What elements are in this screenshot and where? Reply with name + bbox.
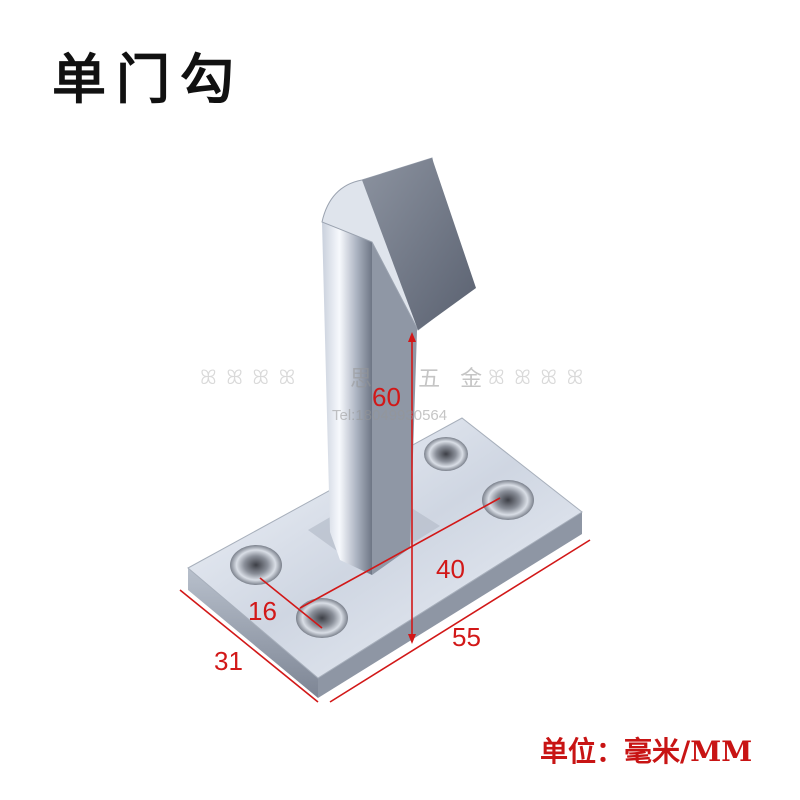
hook-head-top bbox=[362, 158, 476, 330]
mount-hole-2 bbox=[296, 598, 348, 638]
dimension-lines bbox=[179, 336, 591, 703]
product-title: 单门勾 bbox=[52, 47, 244, 111]
base-plate-right-edge bbox=[318, 512, 582, 698]
watermark-ornament-left: ꕤ ꕤ ꕤ ꕤ bbox=[200, 367, 298, 389]
mount-hole-4 bbox=[482, 480, 534, 520]
dimension-hole-spacing-long: 40 bbox=[436, 554, 465, 584]
dimension-base-length: 55 bbox=[452, 622, 481, 652]
hook-post-face bbox=[322, 222, 372, 575]
watermark-ornament-right: ꕤ ꕤ ꕤ ꕤ bbox=[488, 367, 586, 389]
mount-hole-3 bbox=[424, 437, 468, 471]
watermark-tel: Tel:18049930564 bbox=[332, 407, 448, 424]
unit-label: 单位：毫米/MM bbox=[540, 735, 753, 768]
dimension-base-width: 31 bbox=[214, 646, 243, 676]
mount-hole-1 bbox=[230, 545, 282, 585]
dimension-height: 60 bbox=[372, 382, 401, 412]
dimension-hole-spacing-short: 16 bbox=[248, 596, 277, 626]
base-plate-front-edge bbox=[188, 568, 318, 698]
hook-post-side bbox=[372, 242, 418, 575]
watermark-name: 思 五金 bbox=[350, 366, 503, 391]
